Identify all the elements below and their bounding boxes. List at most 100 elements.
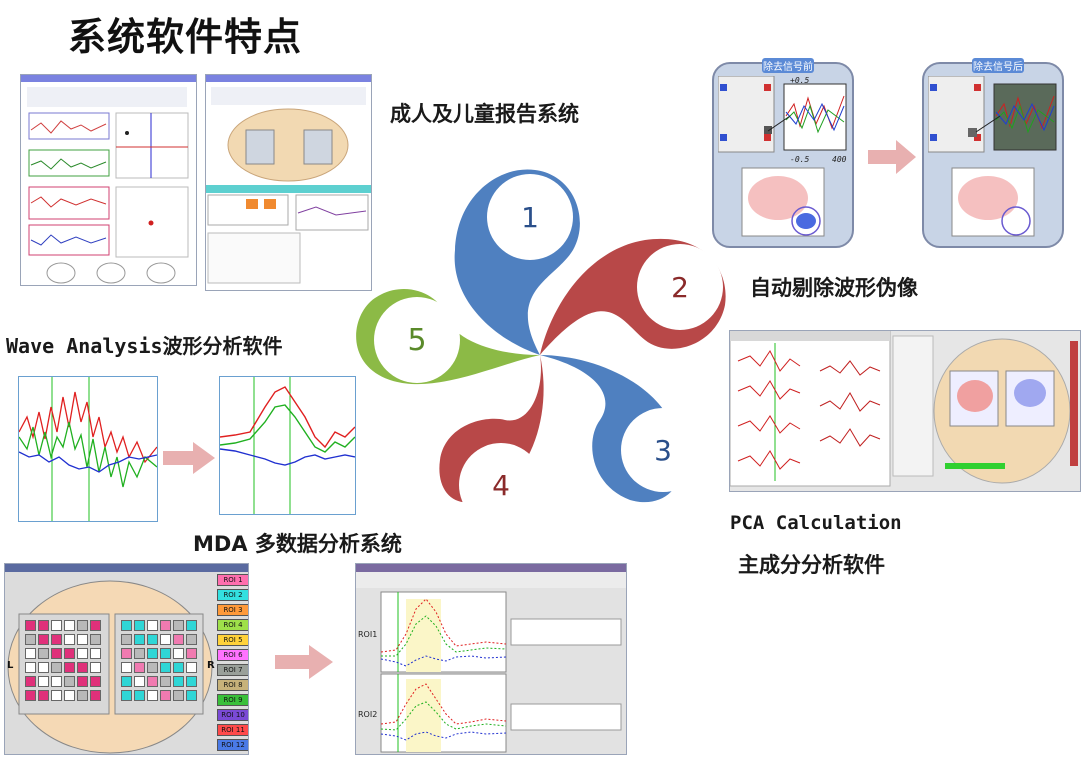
roi-item[interactable]: ROI 2: [217, 589, 248, 601]
electrode-cell[interactable]: [38, 648, 49, 659]
electrode-cell[interactable]: [186, 634, 197, 645]
electrode-cell[interactable]: [173, 634, 184, 645]
electrode-cell[interactable]: [160, 690, 171, 701]
electrode-cell[interactable]: [173, 620, 184, 631]
electrode-cell[interactable]: [186, 662, 197, 673]
electrode-cell[interactable]: [147, 634, 158, 645]
petal-1-number: 1: [521, 201, 539, 234]
electrode-cell[interactable]: [121, 676, 132, 687]
mda-roi-titlebar: [5, 564, 248, 572]
electrode-cell[interactable]: [25, 676, 36, 687]
electrode-cell[interactable]: [77, 662, 88, 673]
electrode-cell[interactable]: [147, 662, 158, 673]
roi-item[interactable]: ROI 7: [217, 664, 248, 676]
electrode-cell[interactable]: [173, 690, 184, 701]
roi-item[interactable]: ROI 5: [217, 634, 248, 646]
electrode-cell[interactable]: [51, 648, 62, 659]
electrode-cell[interactable]: [121, 690, 132, 701]
electrode-cell[interactable]: [51, 676, 62, 687]
feature-pinwheel: 1 2 3 4 5: [356, 169, 726, 527]
feature-3-label-cn: 主成分分析软件: [738, 553, 885, 577]
electrode-cell[interactable]: [90, 634, 101, 645]
roi-item[interactable]: ROI 6: [217, 649, 248, 661]
electrode-cell[interactable]: [160, 676, 171, 687]
electrode-cell[interactable]: [134, 634, 145, 645]
roi-item[interactable]: ROI 9: [217, 694, 248, 706]
electrode-cell[interactable]: [186, 648, 197, 659]
electrode-cell[interactable]: [173, 676, 184, 687]
electrode-cell[interactable]: [51, 690, 62, 701]
electrode-cell[interactable]: [147, 648, 158, 659]
electrode-cell[interactable]: [77, 620, 88, 631]
petal-1-hole: [487, 174, 573, 260]
electrode-cell[interactable]: [160, 662, 171, 673]
petal-5-hole: [374, 297, 460, 383]
electrode-cell[interactable]: [64, 634, 75, 645]
electrode-cell[interactable]: [160, 620, 171, 631]
electrode-cell[interactable]: [121, 620, 132, 631]
electrode-cell[interactable]: [38, 690, 49, 701]
electrode-cell[interactable]: [90, 676, 101, 687]
electrode-cell[interactable]: [64, 620, 75, 631]
report-graphs: [21, 75, 196, 284]
electrode-cell[interactable]: [51, 620, 62, 631]
electrode-cell[interactable]: [147, 676, 158, 687]
roi-item[interactable]: ROI 10: [217, 709, 248, 721]
electrode-cell[interactable]: [121, 648, 132, 659]
petal-4-number: 4: [492, 469, 510, 502]
electrode-cell[interactable]: [134, 620, 145, 631]
electrode-cell[interactable]: [147, 690, 158, 701]
electrode-cell[interactable]: [90, 662, 101, 673]
electrode-cell[interactable]: [38, 634, 49, 645]
electrode-cell[interactable]: [90, 690, 101, 701]
artifact-before-panel: 除去信号前 +0.5 -0.5 400: [712, 58, 854, 248]
electrode-cell[interactable]: [134, 676, 145, 687]
roi-item[interactable]: ROI 11: [217, 724, 248, 736]
electrode-cell[interactable]: [186, 690, 197, 701]
electrode-cell[interactable]: [121, 662, 132, 673]
electrode-cell[interactable]: [134, 648, 145, 659]
roi-item[interactable]: ROI 3: [217, 604, 248, 616]
roi-item[interactable]: ROI 4: [217, 619, 248, 631]
electrode-cell[interactable]: [64, 648, 75, 659]
electrode-cell[interactable]: [90, 620, 101, 631]
petal-5-number: 5: [407, 323, 426, 358]
mda-right-label: R: [207, 660, 215, 671]
electrode-cell[interactable]: [38, 620, 49, 631]
mda-grid-right: [121, 620, 201, 710]
wave-raw-plot: [18, 376, 158, 522]
electrode-cell[interactable]: [25, 634, 36, 645]
electrode-cell[interactable]: [25, 620, 36, 631]
electrode-cell[interactable]: [186, 676, 197, 687]
electrode-cell[interactable]: [173, 648, 184, 659]
right-arrow-icon: [868, 140, 916, 174]
electrode-cell[interactable]: [64, 690, 75, 701]
electrode-cell[interactable]: [173, 662, 184, 673]
electrode-cell[interactable]: [25, 662, 36, 673]
electrode-cell[interactable]: [77, 634, 88, 645]
roi-item[interactable]: ROI 8: [217, 679, 248, 691]
electrode-cell[interactable]: [121, 634, 132, 645]
electrode-cell[interactable]: [77, 690, 88, 701]
electrode-cell[interactable]: [25, 648, 36, 659]
electrode-cell[interactable]: [38, 662, 49, 673]
roi-item[interactable]: ROI 13: [217, 754, 249, 755]
electrode-cell[interactable]: [25, 690, 36, 701]
roi-item[interactable]: ROI 1: [217, 574, 248, 586]
electrode-cell[interactable]: [160, 648, 171, 659]
electrode-cell[interactable]: [134, 662, 145, 673]
electrode-cell[interactable]: [38, 676, 49, 687]
electrode-cell[interactable]: [90, 648, 101, 659]
electrode-cell[interactable]: [147, 620, 158, 631]
electrode-cell[interactable]: [186, 620, 197, 631]
electrode-cell[interactable]: [160, 634, 171, 645]
mda-graph-label-1: ROI1: [358, 630, 378, 639]
electrode-cell[interactable]: [77, 676, 88, 687]
electrode-cell[interactable]: [64, 676, 75, 687]
roi-item[interactable]: ROI 12: [217, 739, 248, 751]
electrode-cell[interactable]: [51, 662, 62, 673]
electrode-cell[interactable]: [51, 634, 62, 645]
electrode-cell[interactable]: [134, 690, 145, 701]
electrode-cell[interactable]: [77, 648, 88, 659]
electrode-cell[interactable]: [64, 662, 75, 673]
